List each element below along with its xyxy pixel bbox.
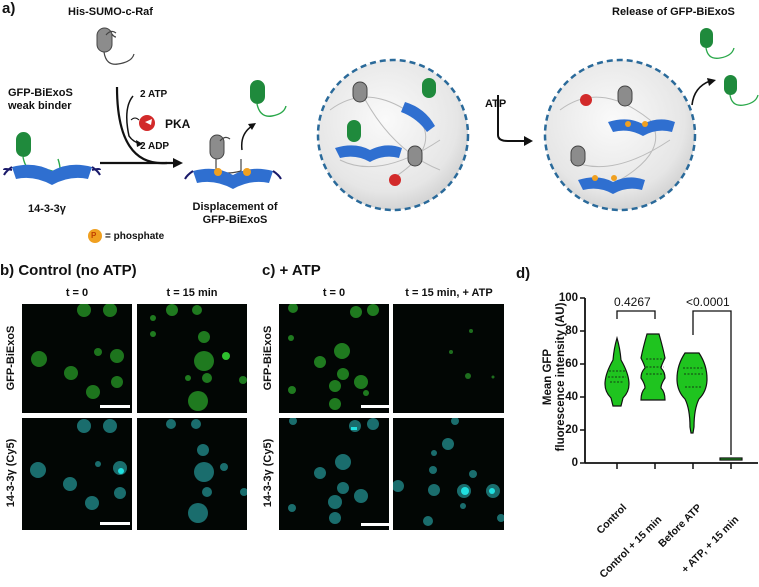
micrograph-b-cy5-t15 (137, 418, 247, 530)
atp-arrow-label: ATP (485, 98, 507, 110)
displacement-label: Displacement of GFP-BiExoS (192, 201, 278, 226)
panel-c-row2: 14-3-3γ (Cy5) (262, 438, 274, 508)
micrograph-c-cy5-t0 (279, 418, 389, 530)
14-3-3-gamma-label: 14-3-3γ (28, 203, 66, 215)
y-tick-0: 0 (571, 457, 578, 469)
atp-input-label: 2 ATP (140, 89, 168, 100)
violin-control (604, 335, 630, 407)
y-tick-20: 20 (565, 424, 578, 436)
violin-atp-15 (719, 457, 743, 461)
panel-b-col2: t = 15 min (166, 287, 218, 299)
panel-a-label: a) (2, 0, 16, 17)
release-label: Release of GFP-BiExoS (612, 6, 735, 18)
released-gfp-icon-1 (700, 28, 713, 48)
c-raf-protein-icon (96, 27, 135, 65)
micrograph-c-cy5-t15 (393, 418, 504, 530)
condensate-droplet-before (316, 58, 470, 212)
phosphate-legend-icon (88, 229, 102, 243)
gfp-released-icon (250, 80, 287, 117)
condensate-schematic (316, 28, 759, 212)
y-tick-80: 80 (565, 325, 578, 337)
condensate-droplet-after (543, 58, 697, 212)
pka-label: PKA (165, 117, 191, 131)
phosphate-legend-symbol: P (91, 231, 97, 240)
released-gfp-icon-2 (724, 75, 737, 95)
his-sumo-c-raf-label: His-SUMO-c-Raf (68, 6, 153, 18)
violin-plot (580, 297, 758, 469)
p-value-control: 0.4267 (614, 295, 651, 309)
panel-b-row2: 14-3-3γ (Cy5) (5, 438, 17, 508)
panel-b-row1: GFP-BiExoS (5, 325, 17, 391)
panel-b-col1: t = 0 (65, 287, 89, 299)
panel-a-schematic (3, 27, 287, 243)
panel-b-label: b) Control (no ATP) (0, 262, 137, 279)
c-raf-bound-complex-icon (184, 134, 282, 189)
micrograph-b-cy5-t0 (22, 418, 132, 530)
y-tick-60: 60 (565, 358, 578, 370)
panel-c-col1: t = 0 (322, 287, 346, 299)
violin-before-atp (676, 352, 708, 434)
micrograph-b-gfp-t0 (22, 304, 132, 413)
p-value-atp: <0.0001 (686, 295, 730, 309)
panel-c-row1: GFP-BiExoS (262, 325, 274, 391)
micrograph-b-gfp-t15 (137, 304, 247, 413)
y-tick-100: 100 (558, 292, 578, 304)
gfp-weak-binder-label: GFP-BiExoS weak binder (8, 87, 73, 112)
14-3-3-dimer-icon-left (3, 164, 101, 185)
micrograph-c-gfp-t0 (279, 304, 389, 413)
pka-enzyme-icon (130, 115, 155, 131)
y-tick-40: 40 (565, 391, 578, 403)
panel-c-col2: t = 15 min, + ATP (405, 287, 493, 299)
adp-output-label: 2 ADP (140, 141, 170, 152)
panel-c-label: c) + ATP (262, 262, 321, 279)
micrograph-c-gfp-t15 (393, 304, 504, 413)
panel-d-label: d) (516, 265, 531, 282)
phosphate-legend-text: = phosphate (105, 231, 165, 242)
